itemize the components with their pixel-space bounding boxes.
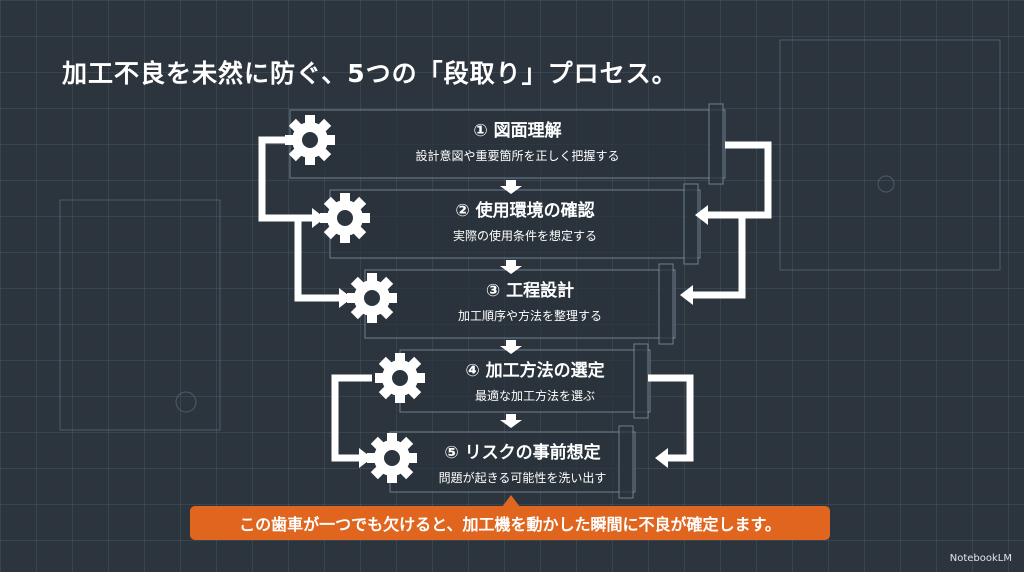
roller (708, 103, 724, 185)
down-arrow (500, 260, 522, 274)
roller (618, 425, 634, 499)
down-arrow (500, 340, 522, 354)
roller (658, 263, 674, 345)
down-arrow (500, 180, 522, 194)
step-box (329, 189, 701, 259)
step-title: ① 図面理解 (473, 121, 562, 141)
down-arrow (500, 414, 522, 428)
step-description: 加工順序や方法を整理する (457, 309, 602, 323)
gear-icon (320, 193, 370, 243)
roller (633, 343, 649, 419)
gear-icon (347, 273, 397, 323)
arrowheads (312, 180, 708, 507)
step-title: ③ 工程設計 (485, 281, 575, 301)
warning-banner: この歯車が一つでも欠けると、加工機を動かした瞬間に不良が確定します。 (190, 506, 830, 540)
gear-icon (375, 353, 425, 403)
step-description: 問題が起きる可能性を洗い出す (438, 471, 607, 485)
step-title: ④ 加工方法の選定 (465, 361, 605, 381)
step-description: 実際の使用条件を想定する (452, 229, 597, 243)
page-title: 加工不良を未然に防ぐ、5つの「段取り」プロセス。 (62, 59, 678, 88)
roller (683, 183, 699, 265)
flow-loops (258, 136, 772, 462)
step-description: 最適な加工方法を選ぶ (474, 389, 595, 403)
step-description: 設計意図や重要箇所を正しく把握する (415, 149, 620, 163)
gear-icon (285, 115, 335, 165)
step-title: ⑤ リスクの事前想定 (444, 443, 601, 463)
step-box (364, 269, 676, 339)
step-title: ② 使用環境の確認 (455, 201, 595, 221)
gear-icon (367, 433, 417, 483)
notebooklm-logo: NotebookLM (949, 553, 1012, 564)
step-box (289, 109, 726, 179)
